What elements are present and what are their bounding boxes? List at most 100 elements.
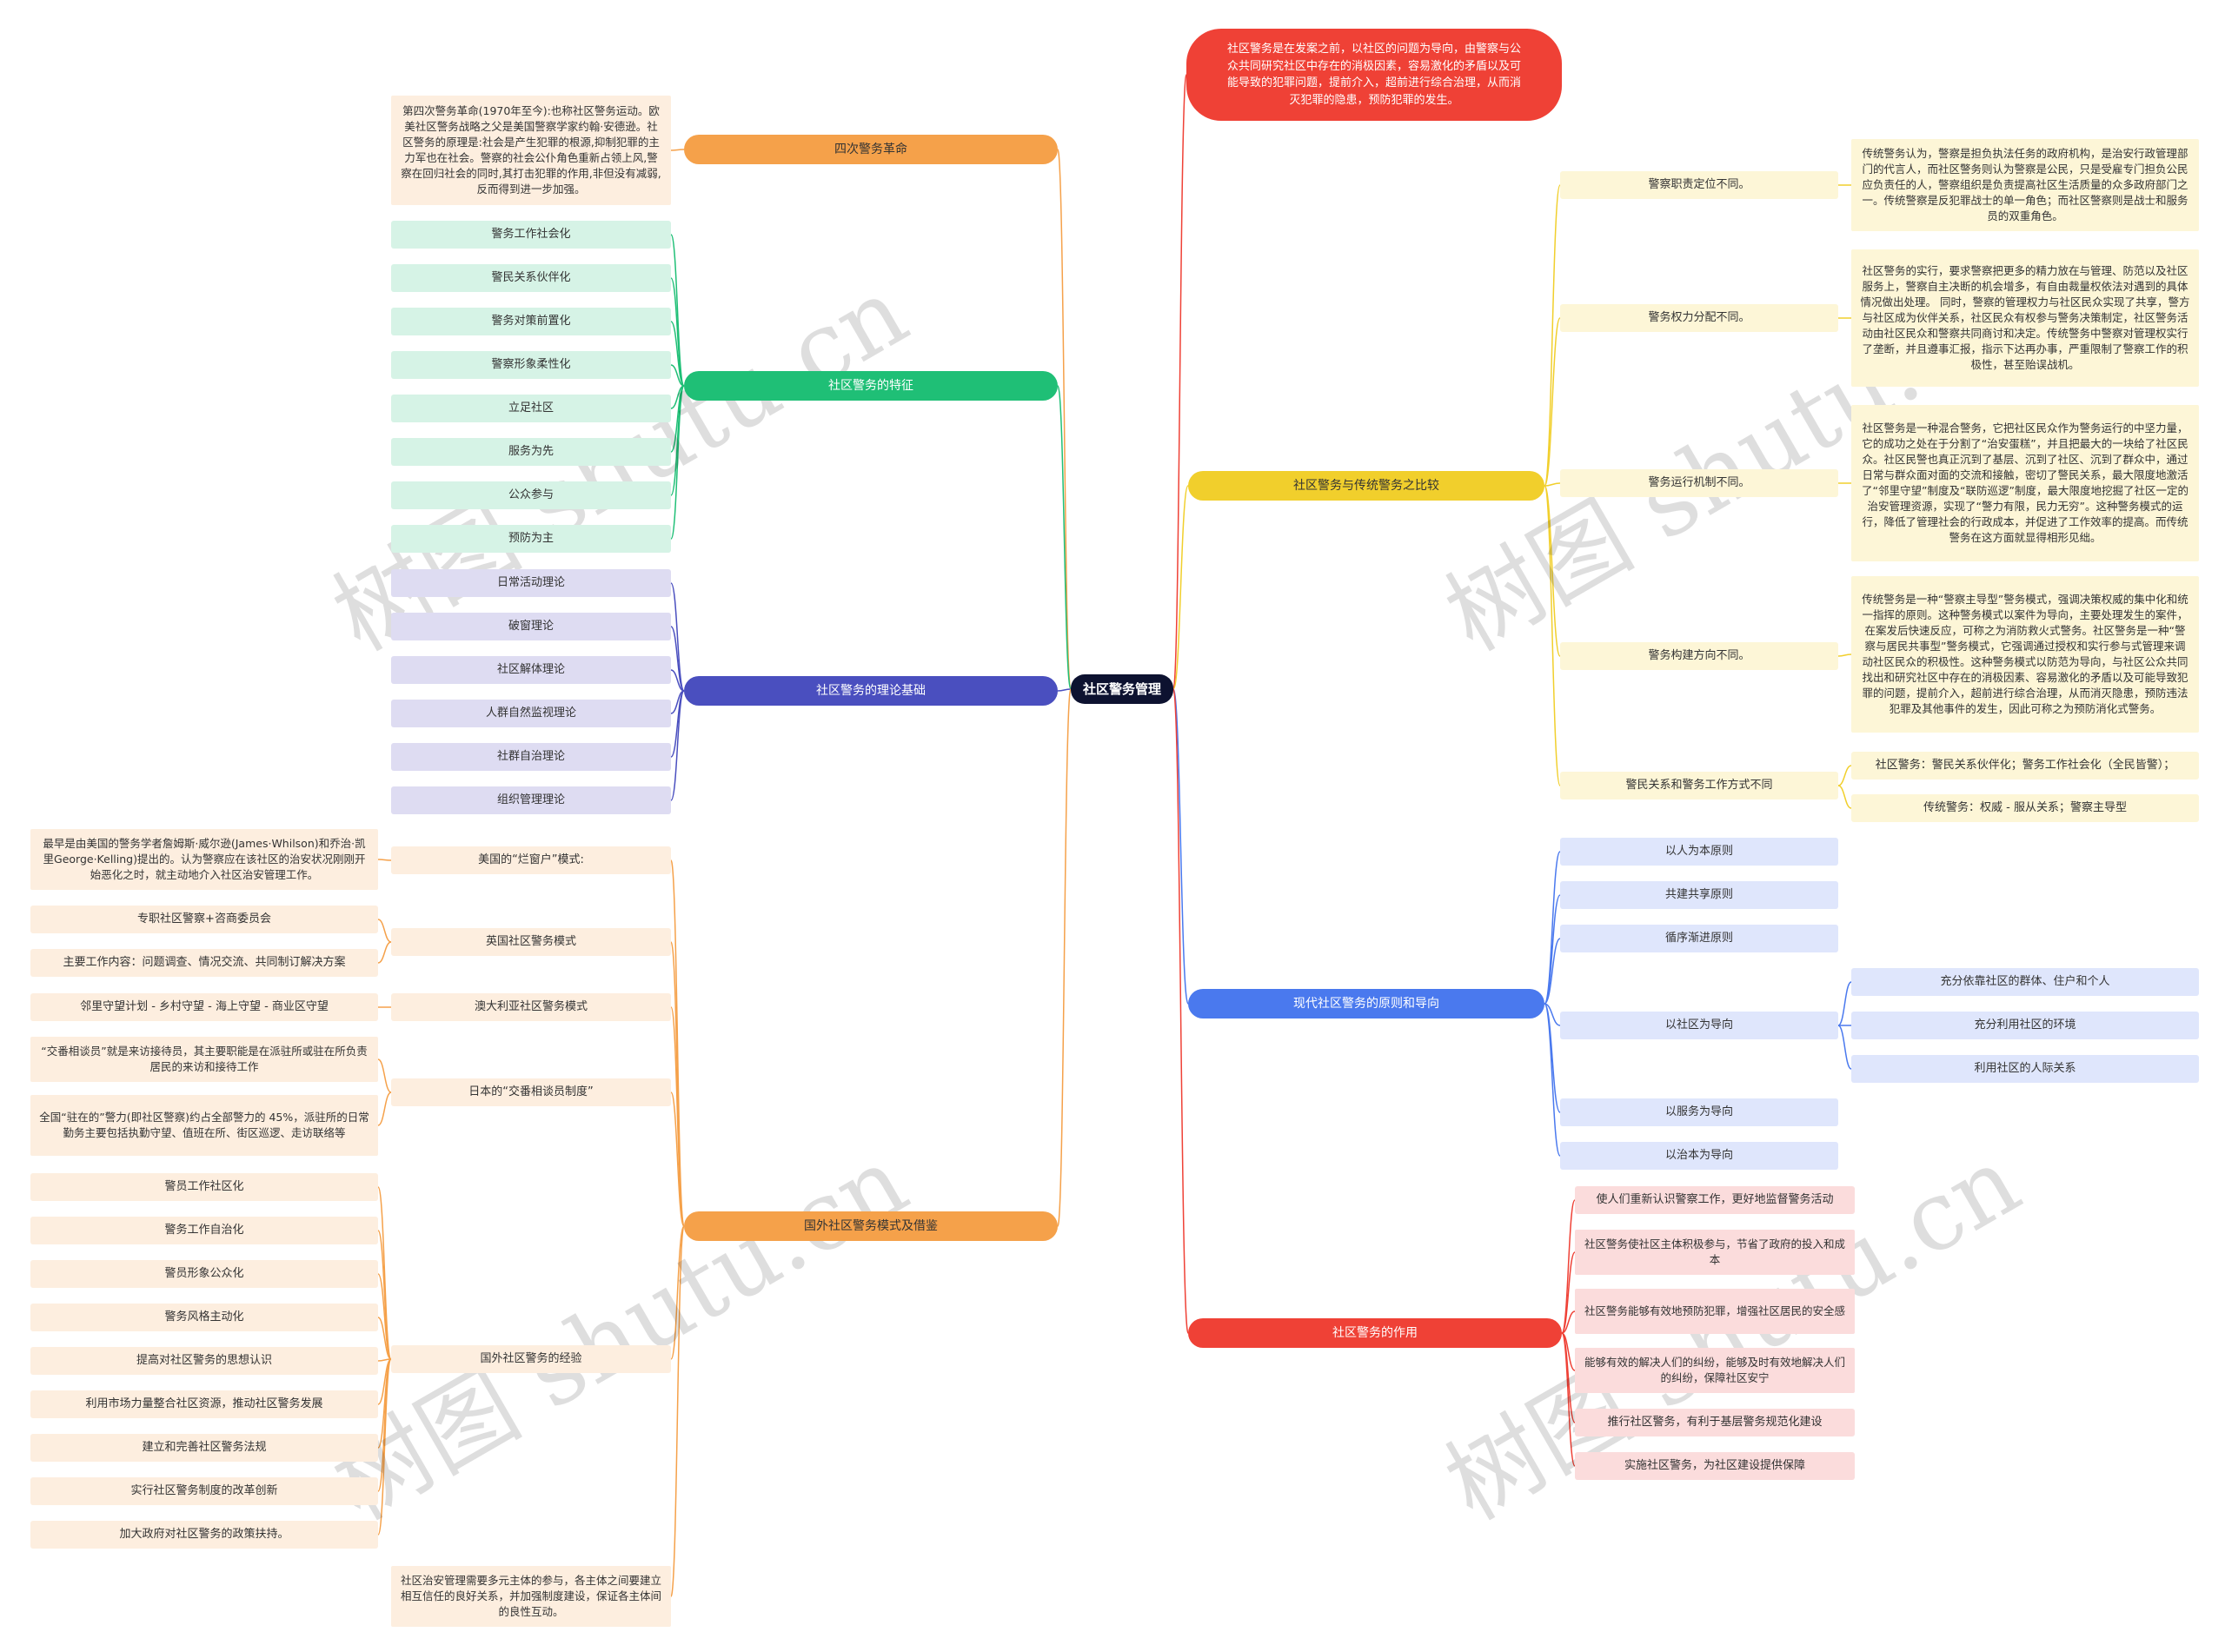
japan-model[interactable]: 日本的“交番相谈员制度” [391,1078,671,1106]
connector-line [377,941,392,964]
effect-item[interactable]: 推行社区警务，有利于基层警务规范化建设 [1575,1409,1855,1436]
comparison-item[interactable]: 警民关系和警务工作方式不同 [1560,772,1838,799]
connector-line [1544,894,1561,1005]
uk-model-item[interactable]: 专职社区警察+咨商委员会 [30,906,378,933]
principle-subitem[interactable]: 充分利用社区的环境 [1851,1012,2199,1039]
feature-item[interactable]: 警务对策前置化 [391,308,671,335]
branch-theory[interactable]: 社区警务的理论基础 [684,676,1058,706]
comparison-note: 传统警务认为，警察是担负执法任务的政府机构，是治安行政管理部门的代言人，而社区警… [1851,139,2199,231]
experience-item[interactable]: 加大政府对社区警务的政策扶持。 [30,1521,378,1549]
connector-line [670,1091,685,1227]
comparison-note: 社区警务的实行，要求警察把更多的精力放在与管理、防范以及社区服务上，警察自主决断… [1851,249,2199,387]
connector-line [670,1225,685,1597]
australia-model[interactable]: 澳大利亚社区警务模式 [391,993,671,1021]
theory-item[interactable]: 组织管理理论 [391,786,671,814]
comparison-item[interactable]: 警务构建方向不同。 [1560,642,1838,670]
comparison-item[interactable]: 警察职责定位不同。 [1560,171,1838,199]
connector-line [670,234,685,387]
usa-model[interactable]: 美国的“烂窗户”模式: [391,846,671,874]
australia-model-item[interactable]: 邻里守望计划 - 乡村守望 - 海上守望 - 商业区守望 [30,993,378,1021]
uk-model-item[interactable]: 主要工作内容：问题调查、情况交流、共同制订解决方案 [30,949,378,977]
principle-item[interactable]: 循序渐进原则 [1560,925,1838,952]
experience-item[interactable]: 提高对社区警务的思想认识 [30,1347,378,1375]
comparison-item[interactable]: 警务运行机制不同。 [1560,469,1838,497]
experience-item[interactable]: 实行社区警务制度的改革创新 [30,1477,378,1505]
foreign-summary-note: 社区治安管理需要多元主体的参与，各主体之间要建立相互信任的良好关系，并加强制度建… [391,1566,671,1627]
connector-line [1057,149,1072,690]
foreign-experience[interactable]: 国外社区警务的经验 [391,1345,671,1373]
connector-line [1057,688,1072,1227]
connector-line [1544,938,1561,1005]
connector-line [1837,765,1852,786]
connector-line [670,385,685,496]
connector-line [670,385,685,540]
connector-line [1544,184,1561,487]
principle-item[interactable]: 以社区为导向 [1560,1012,1838,1039]
branch-principles[interactable]: 现代社区警务的原则和导向 [1188,989,1544,1018]
connector-line [670,321,685,387]
comparison-note: 社区警务是一种混合警务，它把社区民众作为警务运行的中坚力量，它的成功之处在于分割… [1851,405,2199,561]
connector-line [1561,1251,1576,1334]
theory-item[interactable]: 社群自治理论 [391,743,671,771]
experience-item[interactable]: 警员形象公众化 [30,1260,378,1288]
feature-item[interactable]: 公众参与 [391,481,671,509]
experience-item[interactable]: 建立和完善社区警务法规 [30,1434,378,1462]
feature-item[interactable]: 立足社区 [391,395,671,422]
branch-comparison[interactable]: 社区警务与传统警务之比较 [1188,471,1544,501]
theory-item[interactable]: 日常活动理论 [391,569,671,597]
connector-line [1172,74,1187,690]
principle-item[interactable]: 以治本为导向 [1560,1142,1838,1170]
connector-line [670,669,685,692]
connector-line [377,1358,392,1536]
branch-effects[interactable]: 社区警务的作用 [1188,1318,1562,1348]
principle-subitem[interactable]: 利用社区的人际关系 [1851,1055,2199,1083]
connector-line [377,1186,392,1360]
principle-item[interactable]: 以服务为导向 [1560,1098,1838,1126]
comparison-note: 社区警务：警民关系伙伴化；警务工作社会化（全民皆警）； [1851,752,2199,780]
theory-item[interactable]: 破窗理论 [391,613,671,640]
principle-subitem[interactable]: 充分依靠社区的群体、住户和个人 [1851,968,2199,996]
connector-line [1057,688,1072,692]
principle-item[interactable]: 共建共享原则 [1560,881,1838,909]
connector-line [1544,851,1561,1005]
feature-item[interactable]: 警民关系伙伴化 [391,264,671,292]
connector-line [377,1091,392,1126]
connector-line [377,859,392,861]
connector-line [1544,485,1561,657]
experience-item[interactable]: 警务工作自治化 [30,1217,378,1244]
connector-line [670,364,685,387]
branch-foreign-models[interactable]: 国外社区警务模式及借鉴 [684,1211,1058,1241]
effect-item[interactable]: 使人们重新认识警察工作，更好地监督警务活动 [1575,1186,1855,1214]
feature-item[interactable]: 服务为先 [391,438,671,466]
definition-bubble: 社区警务是在发案之前，以社区的问题为导向，由警察与公众共同研究社区中存在的消极因… [1186,29,1562,121]
experience-item[interactable]: 警务风格主动化 [30,1304,378,1331]
comparison-note: 传统警务：权威 - 服从关系；警察主导型 [1851,794,2199,822]
feature-item[interactable]: 警务工作社会化 [391,221,671,249]
effect-item[interactable]: 实施社区警务，为社区建设提供保障 [1575,1452,1855,1480]
feature-item[interactable]: 预防为主 [391,525,671,553]
effect-item[interactable]: 社区警务使社区主体积极参与，节省了政府的投入和成本 [1575,1230,1855,1275]
japan-model-item: “交番相谈员”就是来访接待员，其主要职能是在派驻所或驻在所负责居民的来访和接待工… [30,1037,378,1082]
branch-four-revolutions[interactable]: 四次警务革命 [684,135,1058,164]
root-node[interactable]: 社区警务管理 [1071,674,1173,704]
comparison-item[interactable]: 警务权力分配不同。 [1560,304,1838,332]
theory-item[interactable]: 人群自然监视理论 [391,700,671,727]
effect-item[interactable]: 社区警务能够有效地预防犯罪，增强社区居民的安全感 [1575,1289,1855,1334]
connector-line [1837,981,1852,1026]
branch-features[interactable]: 社区警务的特征 [684,371,1058,401]
connector-line [1561,1332,1576,1467]
feature-item[interactable]: 警察形象柔性化 [391,351,671,379]
connector-line [1544,482,1561,487]
experience-item[interactable]: 警员工作社区化 [30,1173,378,1201]
connector-line [1544,1003,1561,1026]
principle-item[interactable]: 以人为本原则 [1560,838,1838,866]
uk-model[interactable]: 英国社区警务模式 [391,928,671,956]
experience-item[interactable]: 利用市场力量整合社区资源，推动社区警务发展 [30,1390,378,1418]
usa-model-note: 最早是由美国的警务学者詹姆斯·威尔逊(James·Whilson)和乔治·凯里G… [30,829,378,890]
connector-line [670,1225,685,1360]
effect-item[interactable]: 能够有效的解决人们的纠纷，能够及时有效地解决人们的纠纷，保障社区安宁 [1575,1348,1855,1393]
connector-line [1172,688,1189,1334]
theory-item[interactable]: 社区解体理论 [391,656,671,684]
